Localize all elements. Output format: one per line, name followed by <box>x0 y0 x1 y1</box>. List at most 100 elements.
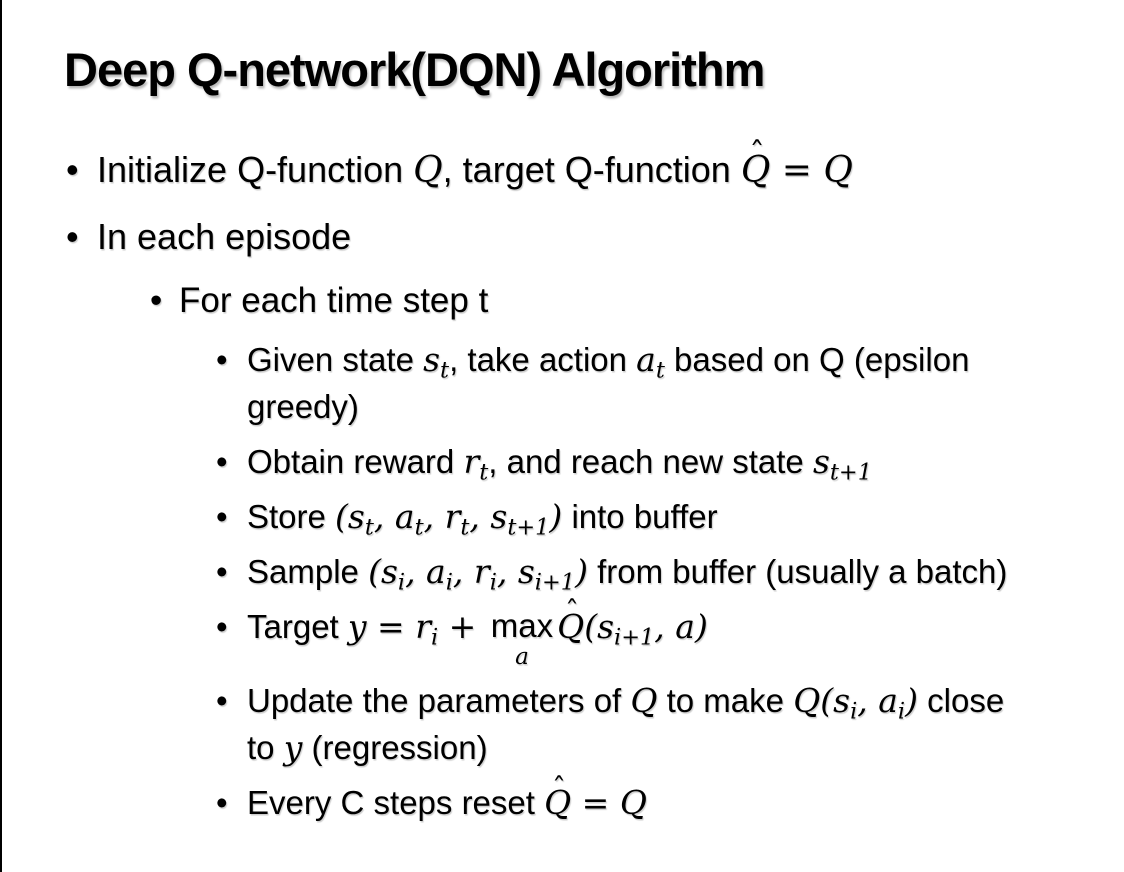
text-run: Store <box>247 497 336 535</box>
bullet-text: Store (st, at, rt, st+1) into buffer <box>247 494 718 541</box>
math-subscript: st <box>423 340 450 384</box>
bullet-item: • Given state st, take action at based on… <box>216 337 1124 431</box>
text-run: Every C steps reset <box>247 784 545 822</box>
math-subscript: st+1 <box>490 496 550 541</box>
bullet-item: • Store (st, at, rt, st+1) into buffer <box>216 494 1124 541</box>
bullet-marker: • <box>150 280 163 320</box>
slide-title: Deep Q-network(DQN) Algorithm <box>64 43 765 96</box>
text-run: to <box>247 729 284 767</box>
text-run: For each time step t <box>179 280 489 320</box>
hat-accent: ˆ <box>749 137 765 173</box>
bullet-marker: • <box>216 552 228 590</box>
math-subscript: at <box>636 340 665 384</box>
hat-accent: ˆ <box>565 595 580 629</box>
math-run: , <box>857 681 879 721</box>
text-run: Initialize Q-function <box>97 149 414 191</box>
bullet-item: • Sample (si, ai, ri, si+1) from buffer (… <box>216 549 1124 596</box>
math-subscript: si <box>833 681 858 725</box>
text-run: Target <box>247 607 348 645</box>
bullet-list: •Initialize Q-function Q, target Q-funct… <box>2 137 1124 827</box>
text-run: to make <box>657 682 794 720</box>
text-run: greedy) <box>247 388 359 426</box>
bullet-text: Obtain reward rt, and reach new state st… <box>247 439 872 486</box>
math-run: , <box>496 551 518 591</box>
text-run: In each episode <box>97 215 352 257</box>
text-run: into buffer <box>562 497 718 535</box>
bullet-text: Sample (si, ai, ri, si+1) from buffer (u… <box>247 549 1007 596</box>
bullet-item: • For each time step t <box>150 276 1124 326</box>
math-run: Q( <box>793 681 834 721</box>
math-subscript: ri <box>415 606 439 650</box>
math-subscript: at <box>394 496 424 541</box>
math-run: = <box>366 606 416 646</box>
math-run: Q <box>630 681 658 721</box>
bullet-marker: • <box>216 497 228 535</box>
bullet-text: Given state st, take action at based on … <box>247 337 969 431</box>
text-run: Sample <box>247 552 369 590</box>
math-run: , <box>373 496 395 536</box>
bullet-text: For each time step t <box>179 276 488 326</box>
text-run: close <box>917 682 1005 720</box>
math-run: ) <box>549 496 563 536</box>
math-subscript: ai <box>426 551 453 596</box>
bullet-item: • Obtain reward rt, and reach new state s… <box>216 439 1124 486</box>
math-run: a <box>675 606 695 646</box>
math-run: Q <box>619 783 647 823</box>
math-run: Q <box>413 150 443 192</box>
math-run: , <box>405 551 427 591</box>
text-run: Update the parameters of <box>247 682 631 720</box>
math-subscript: st <box>347 496 374 541</box>
math-subscript: si+1 <box>517 551 576 596</box>
bullet-marker: • <box>216 607 228 645</box>
math-run: ) <box>575 551 588 591</box>
bullet-marker: • <box>216 784 228 822</box>
bullet-marker: • <box>216 341 228 379</box>
math-run: ( <box>335 496 348 536</box>
math-run: , <box>423 496 445 536</box>
bullet-item: • In each episode <box>66 211 1124 262</box>
math-subscript: ai <box>878 681 906 725</box>
text-run: , and reach new state <box>488 443 813 481</box>
math-subscript: si+1 <box>597 606 655 650</box>
text-run: from buffer (usually a batch) <box>587 552 1008 590</box>
math-run: , <box>654 606 676 646</box>
bullet-item: • Update the parameters of Q to make Q(si… <box>216 678 1124 772</box>
bullet-text: Initialize Q-function Q, target Q-functi… <box>97 137 853 196</box>
math-subscript: rt <box>444 496 470 541</box>
math-run: + <box>438 606 487 646</box>
math-run: , <box>452 551 474 591</box>
math-run: y <box>347 606 367 646</box>
bullet-marker: • <box>216 682 228 720</box>
bullet-text: In each episode <box>97 211 351 262</box>
text-run: Obtain reward <box>247 443 464 481</box>
math-run: ( <box>368 551 381 591</box>
bullet-marker: • <box>66 215 79 257</box>
math-subscript: st+1 <box>812 442 872 486</box>
math-subscript: rt <box>463 442 489 486</box>
bullet-text: Update the parameters of Q to make Q(si,… <box>247 678 1004 772</box>
math-run: ) <box>905 681 918 721</box>
hat-accent: ˆ <box>551 771 566 805</box>
text-run: Given state <box>247 341 424 379</box>
text-run: , target Q-function <box>442 149 741 191</box>
math-subscript: si <box>380 551 406 596</box>
math-run: , <box>469 496 491 536</box>
bullet-marker: • <box>216 443 228 481</box>
math-run: = <box>571 783 620 823</box>
math-run: ( <box>584 606 598 646</box>
math-run: = <box>770 150 824 192</box>
math-subscript: ri <box>473 551 497 596</box>
math-run: y <box>283 728 303 768</box>
text-run: , take action <box>449 341 637 379</box>
bullet-marker: • <box>66 149 79 191</box>
text-run: based on Q (epsilon <box>664 341 970 379</box>
text-run: (regression) <box>302 729 488 767</box>
